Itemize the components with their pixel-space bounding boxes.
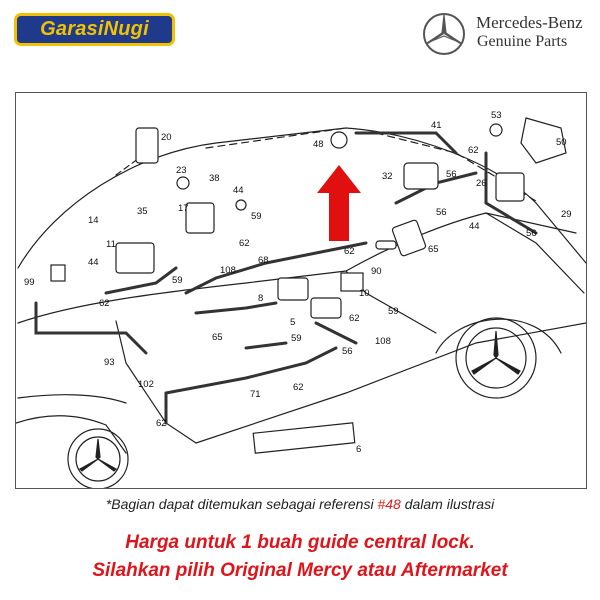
- callout-59: 59: [388, 306, 399, 317]
- callout-41: 41: [431, 120, 442, 131]
- note-prefix: *Bagian dapat ditemukan sebagai referens…: [105, 496, 378, 512]
- callout-11: 11: [106, 239, 116, 250]
- callout-44: 44: [233, 185, 244, 196]
- callout-50: 50: [556, 137, 567, 148]
- shop-logo-text: GarasiNugi: [40, 18, 149, 40]
- parts-diagram: 48 41 53 50 62 20 32 56 26 23 38 44 17 5…: [16, 110, 586, 488]
- callout-numbers: 48 41 53 50 62 20 32 56 26 23 38 44 17 5…: [24, 110, 572, 455]
- callout-56: 56: [342, 346, 353, 357]
- vacuum-lines: [34, 131, 538, 425]
- brand-subtitle: Genuine Parts: [477, 33, 568, 50]
- callout-38: 38: [209, 173, 220, 184]
- callout-71: 71: [250, 389, 261, 400]
- callout-32: 32: [382, 171, 393, 182]
- price-line-2: Silahkan pilih Original Mercy atau After…: [92, 560, 508, 581]
- callout-108: 108: [375, 336, 391, 347]
- callout-62: 62: [99, 298, 110, 309]
- callout-99: 99: [24, 277, 35, 288]
- callout-17: 17: [178, 203, 189, 214]
- shop-logo: GarasiNugi: [14, 13, 175, 46]
- price-line-1: Harga untuk 1 buah guide central lock.: [125, 532, 475, 553]
- callout-65: 65: [212, 332, 223, 343]
- red-up-arrow-icon: [317, 165, 361, 241]
- note-ref: #48: [377, 496, 401, 512]
- callout-20: 20: [161, 132, 172, 143]
- callout-10: 10: [359, 288, 370, 299]
- callout-62: 62: [344, 246, 355, 257]
- callout-90: 90: [371, 266, 382, 277]
- parts-diagram-frame: 48 41 53 50 62 20 32 56 26 23 38 44 17 5…: [15, 92, 587, 489]
- reference-note: *Bagian dapat ditemukan sebagai referens…: [0, 496, 600, 512]
- callout-14: 14: [88, 215, 99, 226]
- callout-68: 68: [258, 255, 269, 266]
- callout-62: 62: [468, 145, 479, 156]
- note-suffix: dalam ilustrasi: [400, 496, 495, 512]
- callout-62: 62: [239, 238, 250, 249]
- callout-56: 56: [436, 207, 447, 218]
- callout-23: 23: [176, 165, 187, 176]
- callout-102: 102: [138, 379, 154, 390]
- callout-62: 62: [293, 382, 304, 393]
- callout-53: 53: [491, 110, 502, 121]
- callout-35: 35: [137, 206, 148, 217]
- callout-62: 62: [156, 418, 167, 429]
- car-outline: [16, 127, 586, 488]
- callout-44: 44: [469, 221, 480, 232]
- callout-59: 59: [172, 275, 183, 286]
- callout-93: 93: [104, 357, 115, 368]
- callout-8: 8: [258, 293, 263, 304]
- callout-44: 44: [88, 257, 99, 268]
- callout-108: 108: [220, 265, 236, 276]
- mercedes-star-icon: [423, 13, 465, 55]
- callout-6: 6: [356, 444, 361, 455]
- callout-59: 59: [251, 211, 262, 222]
- callout-29: 29: [561, 209, 572, 220]
- callout-26: 26: [476, 178, 487, 189]
- callout-62: 62: [349, 313, 360, 324]
- component-shapes: [50, 117, 567, 454]
- callout-56: 56: [446, 169, 457, 180]
- callout-65: 65: [428, 244, 439, 255]
- callout-5: 5: [290, 317, 295, 328]
- callout-59: 59: [291, 333, 302, 344]
- brand-name: Mercedes-Benz: [476, 13, 583, 32]
- callout-48: 48: [313, 139, 324, 150]
- callout-56: 56: [526, 228, 537, 239]
